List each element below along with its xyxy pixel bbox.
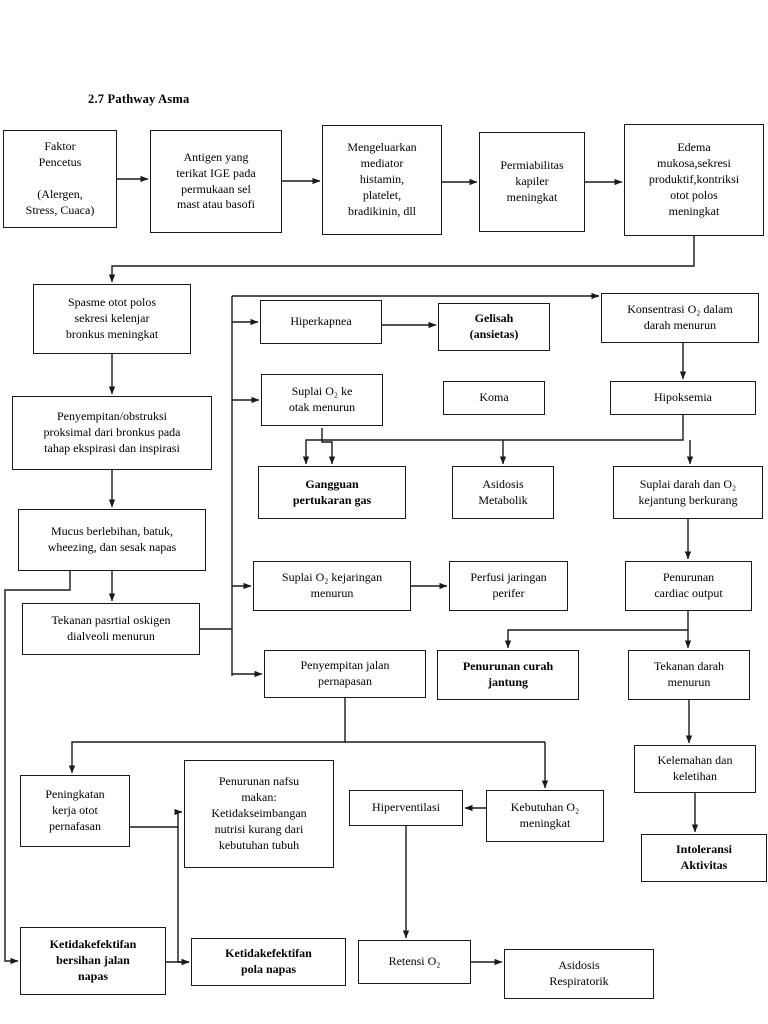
node-perfusi[interactable]: Perfusi jaringan perifer	[449, 561, 568, 611]
node-label-curah_jantung: Penurunan curah jantung	[462, 659, 554, 689]
node-label-kelemahan: Kelemahan dan keletihan	[657, 753, 733, 783]
node-hiperventilasi[interactable]: Hiperventilasi	[349, 790, 463, 826]
node-label-suplai_jantung: Suplai darah dan O₂ kejantung berkurang	[638, 476, 738, 507]
node-intoleransi[interactable]: Intoleransi Aktivitas	[641, 834, 767, 882]
page-title: 2.7 Pathway Asma	[88, 92, 190, 106]
node-spasme[interactable]: Spasme otot polos sekresi kelenjar bronk…	[33, 284, 191, 354]
node-pola_napas[interactable]: Ketidakefektifan pola napas	[191, 938, 346, 986]
node-label-pola_napas: Ketidakefektifan pola napas	[225, 946, 312, 976]
node-mucus[interactable]: Mucus berlebihan, batuk, wheezing, dan s…	[18, 509, 206, 571]
node-label-hipoksemia: Hipoksemia	[654, 390, 712, 405]
node-kelemahan[interactable]: Kelemahan dan keletihan	[634, 745, 756, 793]
node-label-penyempitan_jalan: Penyempitan jalan pernapasan	[300, 658, 390, 688]
node-mediator[interactable]: Mengeluarkan mediator histamin, platelet…	[322, 125, 442, 235]
node-label-suplai_jaringan: Suplai O₂ kejaringan menurun	[281, 570, 383, 600]
edge-cardiac-curah	[504, 611, 689, 649]
node-label-gangguan_gas: Gangguan pertukaran gas	[292, 476, 372, 507]
node-asidosis_respiratorik[interactable]: Asidosis Respiratorik	[504, 949, 654, 999]
node-suplai_jaringan[interactable]: Suplai O₂ kejaringan menurun	[253, 561, 411, 611]
node-label-retensi_o2: Retensi O₂	[388, 954, 441, 969]
node-hiperkapnea[interactable]: Hiperkapnea	[260, 300, 382, 344]
edge-hipoksemia-gangguan	[302, 415, 684, 465]
node-tekanan_parsial[interactable]: Tekanan pasrtial oskigen dialveoli menur…	[22, 603, 200, 655]
node-label-faktor_pencetus: Faktor Pencetus (Alergen, Stress, Cuaca)	[25, 139, 95, 217]
node-permiabilitas[interactable]: Permiabilitas kapiler meningkat	[479, 132, 585, 232]
edge-mucus-bersihan	[4, 571, 71, 965]
node-kebutuhan_o2[interactable]: Kebutuhan O₂ meningkat	[486, 790, 604, 842]
node-penyempitan_jalan[interactable]: Penyempitan jalan pernapasan	[264, 650, 426, 698]
node-label-hiperventilasi: Hiperventilasi	[372, 800, 440, 815]
node-label-permiabilitas: Permiabilitas kapiler meningkat	[500, 158, 564, 204]
node-label-peningkatan_kerja: Peningkatan kerja otot pernafasan	[45, 787, 105, 833]
edge-edema-spasme	[108, 236, 695, 283]
node-bersihan_jalan[interactable]: Ketidakefektifan bersihan jalan napas	[20, 927, 166, 995]
node-label-konsentrasi_o2: Konsentrasi O₂ dalam darah menurun	[627, 302, 733, 332]
node-asidosis_metabolik[interactable]: Asidosis Metabolik	[452, 466, 554, 519]
edge-penyempitan-peningkatan	[68, 698, 346, 774]
node-label-hiperkapnea: Hiperkapnea	[290, 314, 352, 329]
node-label-tekanan_darah: Tekanan darah menurun	[653, 659, 725, 689]
node-label-intoleransi: Intoleransi Aktivitas	[675, 842, 732, 872]
node-gangguan_gas[interactable]: Gangguan pertukaran gas	[258, 466, 406, 519]
node-label-tekanan_parsial: Tekanan pasrtial oskigen dialveoli menur…	[51, 613, 171, 643]
node-label-koma: Koma	[479, 390, 509, 405]
node-cardiac_output[interactable]: Penurunan cardiac output	[625, 561, 752, 611]
node-label-bersihan_jalan: Ketidakefektifan bersihan jalan napas	[49, 937, 137, 983]
node-label-asidosis_respiratorik: Asidosis Respiratorik	[549, 958, 609, 988]
node-label-antigen: Antigen yang terikat IGE pada permukaan …	[176, 149, 256, 212]
node-suplai_jantung[interactable]: Suplai darah dan O₂ kejantung berkurang	[613, 466, 763, 519]
node-label-penyempitan_prox: Penyempitan/obstruksi proksimal dari bro…	[43, 409, 181, 455]
edge-peningkatan-nafsu	[130, 808, 183, 828]
node-label-edema: Edema mukosa,sekresi produktif,kontriksi…	[648, 140, 740, 218]
node-label-nafsu_makan: Penurunan nafsu makan: Ketidakseimbangan…	[211, 774, 307, 852]
node-gelisah[interactable]: Gelisah (ansietas)	[438, 303, 550, 351]
node-label-suplai_otak: Suplai O₂ ke otak menurun	[288, 384, 356, 414]
node-faktor_pencetus[interactable]: Faktor Pencetus (Alergen, Stress, Cuaca)	[3, 130, 117, 228]
node-retensi_o2[interactable]: Retensi O₂	[358, 940, 471, 984]
node-label-mucus: Mucus berlebihan, batuk, wheezing, dan s…	[47, 524, 177, 554]
node-koma[interactable]: Koma	[443, 381, 545, 415]
node-label-gelisah: Gelisah (ansietas)	[469, 311, 519, 341]
node-label-spasme: Spasme otot polos sekresi kelenjar bronk…	[65, 295, 159, 341]
node-suplai_otak[interactable]: Suplai O₂ ke otak menurun	[261, 374, 383, 426]
node-label-cardiac_output: Penurunan cardiac output	[654, 570, 723, 600]
edge-group	[4, 175, 699, 966]
node-konsentrasi_o2[interactable]: Konsentrasi O₂ dalam darah menurun	[601, 293, 759, 343]
node-label-mediator: Mengeluarkan mediator histamin, platelet…	[347, 140, 417, 218]
node-edema[interactable]: Edema mukosa,sekresi produktif,kontriksi…	[624, 124, 764, 236]
edge-suplai-otak-gangguan	[321, 428, 336, 465]
node-antigen[interactable]: Antigen yang terikat IGE pada permukaan …	[150, 130, 282, 233]
node-tekanan_darah[interactable]: Tekanan darah menurun	[628, 650, 750, 700]
node-label-asidosis_metabolik: Asidosis Metabolik	[478, 476, 528, 507]
node-peningkatan_kerja[interactable]: Peningkatan kerja otot pernafasan	[20, 775, 130, 847]
node-penyempitan_prox[interactable]: Penyempitan/obstruksi proksimal dari bro…	[12, 396, 212, 470]
node-curah_jantung[interactable]: Penurunan curah jantung	[437, 650, 579, 700]
node-label-kebutuhan_o2: Kebutuhan O₂ meningkat	[510, 800, 580, 830]
node-hipoksemia[interactable]: Hipoksemia	[610, 381, 756, 415]
node-label-perfusi: Perfusi jaringan perifer	[470, 570, 547, 600]
node-nafsu_makan[interactable]: Penurunan nafsu makan: Ketidakseimbangan…	[184, 760, 334, 868]
